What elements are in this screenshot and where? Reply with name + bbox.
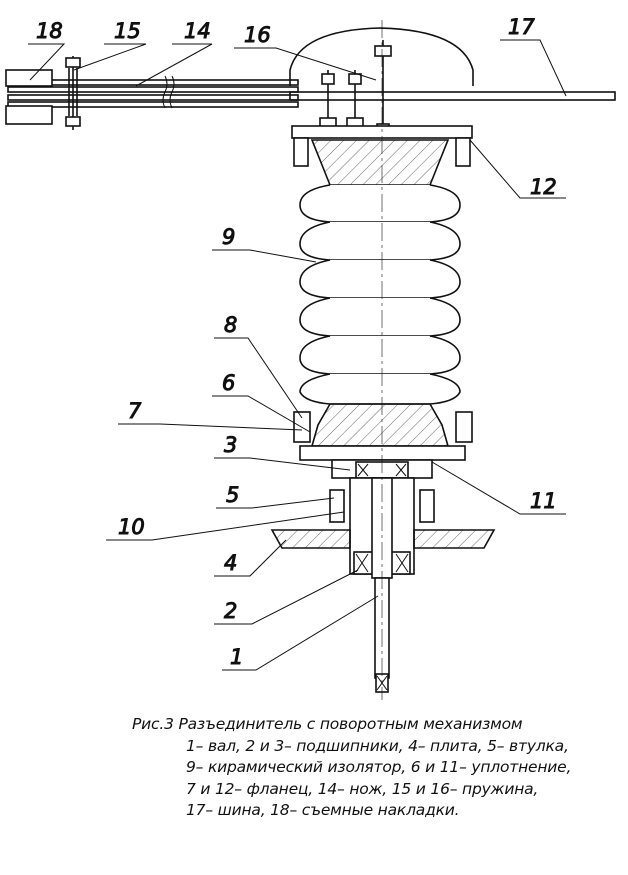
sleeve-bolt <box>419 489 435 523</box>
label-18: 18 <box>36 19 63 43</box>
label-14: 14 <box>184 19 211 43</box>
caption-line: 17– шина, 18– съемные накладки. <box>186 801 460 819</box>
label-3: 3 <box>224 433 237 457</box>
ceramic-insulator <box>299 184 461 405</box>
label-1: 1 <box>230 645 243 669</box>
figure-caption: Рис.3 Разъединитель с поворотным механиз… <box>132 714 622 822</box>
insulator-top-block <box>310 139 450 186</box>
label-15: 15 <box>114 19 141 43</box>
flange-top-bolt <box>293 137 309 167</box>
flange-bottom-bolt <box>455 411 473 443</box>
removable-overlay <box>5 69 53 87</box>
label-8: 8 <box>224 313 237 337</box>
flange-bottom <box>299 445 466 461</box>
label-5: 5 <box>226 483 239 507</box>
labels: 18 15 14 16 17 12 9 8 6 7 3 11 5 10 4 2 … <box>28 15 567 671</box>
label-10: 10 <box>118 515 145 539</box>
caption-line: 1– вал, 2 и 3– подшипники, 4– плита, 5– … <box>186 736 569 755</box>
insulator-bottom-block <box>310 403 450 447</box>
label-2: 2 <box>224 599 237 623</box>
busbar <box>289 91 616 101</box>
caption-title: Рис.3 Разъединитель с поворотным механиз… <box>132 715 523 733</box>
spring-bolt-15 <box>65 56 81 130</box>
label-7: 7 <box>128 399 142 423</box>
label-6: 6 <box>222 371 235 395</box>
top-cap <box>289 27 474 86</box>
label-4: 4 <box>224 551 237 575</box>
label-11: 11 <box>530 489 557 513</box>
flange-top-bolt <box>455 137 471 167</box>
base-plate <box>270 529 351 549</box>
base-plate <box>413 529 496 549</box>
label-9: 9 <box>222 225 235 249</box>
label-16: 16 <box>244 23 271 47</box>
sleeve-bolt <box>329 489 345 523</box>
label-17: 17 <box>508 15 535 39</box>
label-12: 12 <box>530 175 557 199</box>
caption-line: 7 и 12– фланец, 14– нож, 15 и 16– пружин… <box>186 779 539 798</box>
removable-overlay <box>5 105 53 125</box>
caption-line: 9– кирамический изолятор, 6 и 11– уплотн… <box>186 758 572 776</box>
